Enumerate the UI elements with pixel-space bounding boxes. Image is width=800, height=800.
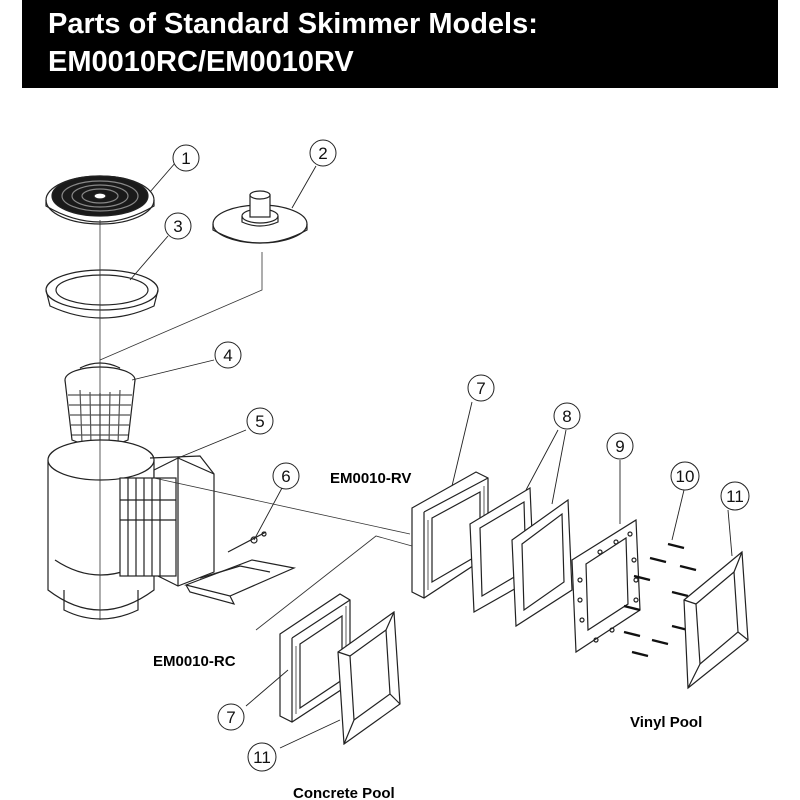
vinyl-faceplate-part [571,518,641,654]
svg-text:10: 10 [676,467,695,486]
svg-text:7: 7 [226,708,235,727]
svg-text:9: 9 [615,437,624,456]
page-title-line-2: EM0010RC/EM0010RV [48,46,354,78]
model-label-rv: EM0010-RV [330,470,411,487]
callout-9: 9 [606,432,634,460]
skimmer-lid-part [45,175,155,225]
callout-1: 1 [172,144,200,172]
skimmer-body-part [47,439,215,620]
page-title-line-1: Parts of Standard Skimmer Models: [48,8,538,40]
weir-flap-part [183,531,297,605]
callout-10: 10 [670,461,700,491]
gasket-pair-part [469,486,573,628]
vinyl-pool-label: Vinyl Pool [630,714,702,731]
vacuum-plate-part [212,190,308,244]
screws-part [623,542,697,658]
svg-text:6: 6 [281,467,290,486]
title-banner: Parts of Standard Skimmer Models: EM0010… [22,0,778,88]
svg-text:8: 8 [562,407,571,426]
callout-11-concrete: 11 [247,742,277,772]
vinyl-trim-cover-part [683,550,749,690]
svg-text:2: 2 [318,144,327,163]
callout-11-vinyl: 11 [720,481,750,511]
svg-text:1: 1 [181,149,190,168]
svg-text:3: 3 [173,217,182,236]
collar-ring-part [45,269,159,319]
callout-8: 8 [553,402,581,430]
svg-text:11: 11 [726,487,744,506]
callout-2: 2 [309,139,337,167]
callout-5: 5 [246,407,274,435]
svg-text:7: 7 [476,379,485,398]
callout-4: 4 [214,341,242,369]
callout-7-rv: 7 [467,374,495,402]
svg-text:11: 11 [253,748,271,767]
svg-text:5: 5 [255,412,264,431]
callout-7-rc: 7 [217,703,245,731]
callout-3: 3 [164,212,192,240]
callout-6: 6 [272,462,300,490]
concrete-pool-label: Concrete Pool [293,785,395,800]
model-label-rc: EM0010-RC [153,653,236,670]
concrete-trim-cover-part [337,610,401,746]
svg-text:4: 4 [223,346,232,365]
